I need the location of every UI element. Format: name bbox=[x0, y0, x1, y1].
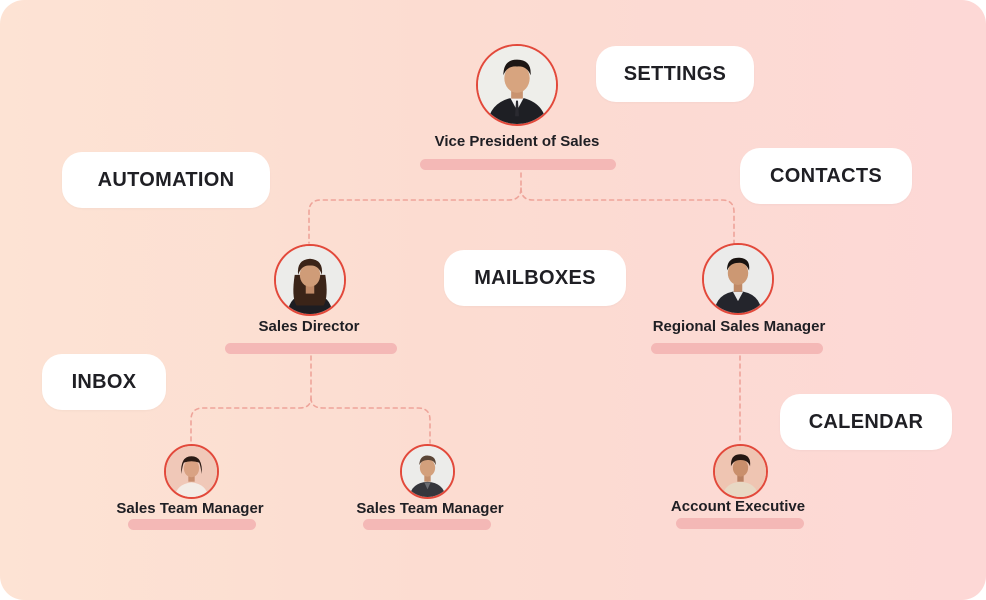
automation-tag: AUTOMATION bbox=[62, 152, 270, 208]
connector-director-to-tm1 bbox=[190, 355, 312, 444]
director-avatar bbox=[274, 244, 346, 316]
team-manager-1-avatar bbox=[164, 444, 219, 499]
team-manager-1-role: Sales Team Manager bbox=[116, 500, 264, 517]
vp-role: Vice President of Sales bbox=[434, 133, 600, 150]
vp-placeholder-bar bbox=[420, 159, 616, 170]
contacts-tag: CONTACTS bbox=[740, 148, 912, 204]
calendar-tag: CALENDAR bbox=[780, 394, 952, 450]
inbox-tag: INBOX bbox=[42, 354, 166, 410]
account-exec-avatar bbox=[713, 444, 768, 499]
team-manager-1-placeholder-bar bbox=[128, 519, 256, 530]
regional-placeholder-bar bbox=[651, 343, 823, 354]
settings-tag: SETTINGS bbox=[596, 46, 754, 102]
regional-role: Regional Sales Manager bbox=[652, 318, 826, 335]
vp-avatar bbox=[476, 44, 558, 126]
connector-director-to-tm2 bbox=[310, 397, 431, 444]
connector-vp-to-regional bbox=[520, 187, 735, 244]
team-manager-2-avatar bbox=[400, 444, 455, 499]
team-manager-2-role: Sales Team Manager bbox=[356, 500, 504, 517]
director-role: Sales Director bbox=[258, 318, 360, 335]
account-exec-role: Account Executive bbox=[670, 498, 806, 515]
connector-vp-to-director bbox=[308, 172, 522, 244]
regional-avatar bbox=[702, 243, 774, 315]
director-placeholder-bar bbox=[225, 343, 397, 354]
account-exec-placeholder-bar bbox=[676, 518, 804, 529]
mailboxes-tag: MAILBOXES bbox=[444, 250, 626, 306]
team-manager-2-placeholder-bar bbox=[363, 519, 491, 530]
